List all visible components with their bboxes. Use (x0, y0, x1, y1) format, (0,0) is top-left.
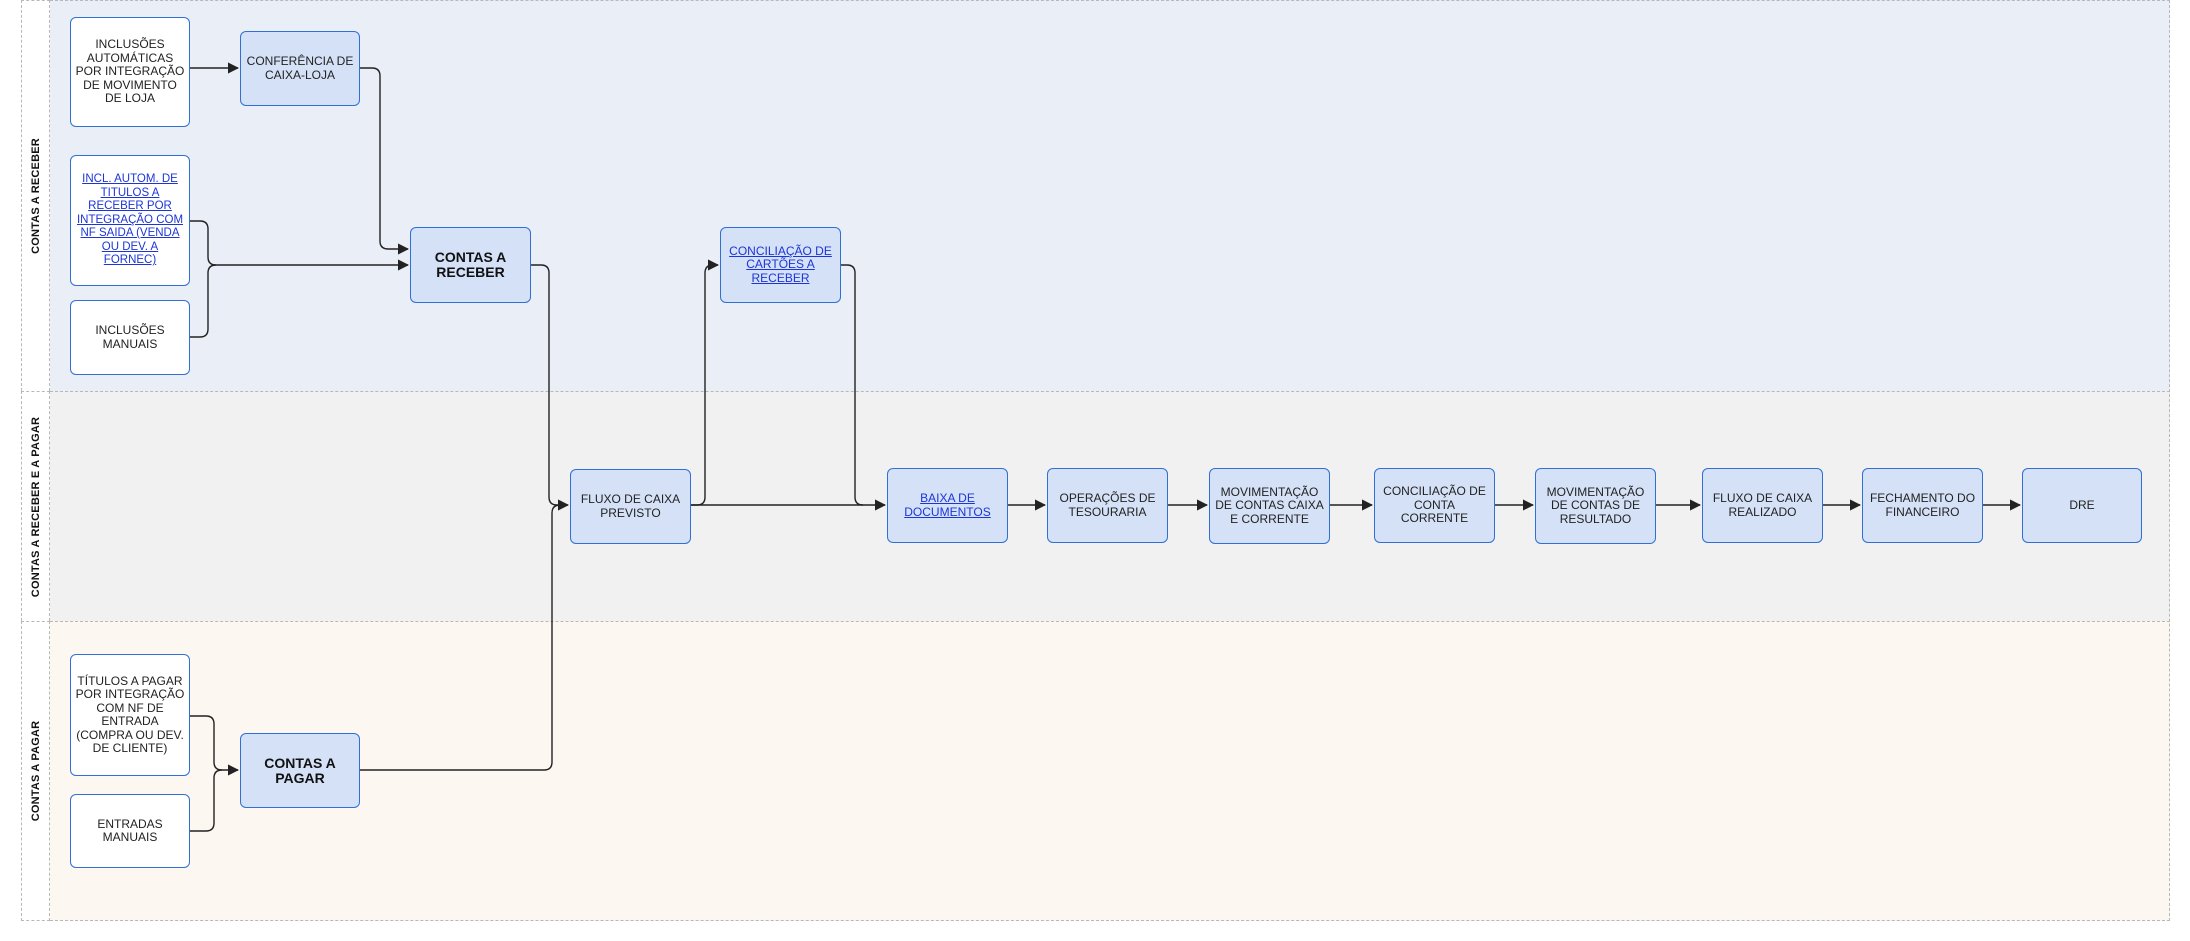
node-fluxo-caixa-realizado[interactable]: FLUXO DE CAIXA REALIZADO (1702, 468, 1823, 543)
lane-right-border (2169, 0, 2170, 921)
edge-fluxo-previsto-to-conciliacao-cartoes (691, 259, 720, 506)
node-conciliacao-conta-corrente-label: CONCILIAÇÃO DE CONTA CORRENTE (1383, 484, 1486, 526)
node-operacoes-tesouraria[interactable]: OPERAÇÕES DE TESOURARIA (1047, 468, 1168, 543)
node-inclusoes-manuais[interactable]: INCLUSÕES MANUAIS (70, 300, 190, 375)
lane-contas-a-pagar (50, 621, 2170, 921)
node-titulos-a-pagar-label: TÍTULOS A PAGAR POR INTEGRAÇÃO COM NF DE… (75, 673, 185, 755)
node-dre-label: DRE (2069, 497, 2095, 512)
node-movimentacao-resultado-label: MOVIMENTAÇÃO DE CONTAS DE RESULTADO (1546, 484, 1645, 526)
node-entradas-manuais[interactable]: ENTRADAS MANUAIS (70, 794, 190, 868)
node-baixa-documentos-link[interactable]: BAIXA DE DOCUMENTOS (904, 491, 991, 519)
edge-titulos-pagar-to-contas-pagar (190, 715, 240, 776)
node-dre[interactable]: DRE (2022, 468, 2142, 543)
edge-receber-to-fluxo-previsto (531, 264, 570, 511)
node-fluxo-caixa-previsto-label: FLUXO DE CAIXA PREVISTO (580, 492, 681, 520)
lane-contas-a-receber (50, 0, 2170, 391)
lane-header-receber: CONTAS A RECEBER (21, 0, 50, 391)
edge-pagar-to-fluxo-previsto (360, 504, 561, 771)
node-contas-a-receber[interactable]: CONTAS A RECEBER (410, 227, 531, 303)
node-titulos-a-pagar[interactable]: TÍTULOS A PAGAR POR INTEGRAÇÃO COM NF DE… (70, 654, 190, 776)
node-baixa-documentos[interactable]: BAIXA DE DOCUMENTOS (887, 468, 1008, 543)
node-contas-a-receber-label: CONTAS A RECEBER (434, 249, 507, 280)
edge-conciliacao-cartoes-to-baixa (841, 264, 864, 506)
edge-conferencia-to-receber (360, 67, 410, 255)
node-fluxo-caixa-realizado-label: FLUXO DE CAIXA REALIZADO (1712, 491, 1813, 519)
node-incl-autom-titulos[interactable]: INCL. AUTOM. DE TITULOS A RECEBER POR IN… (70, 155, 190, 286)
node-conferencia-caixa-loja-label: CONFERÊNCIA DE CAIXA-LOJA (246, 54, 354, 82)
node-inclusoes-manuais-label: INCLUSÕES MANUAIS (95, 323, 165, 351)
node-entradas-manuais-label: ENTRADAS MANUAIS (97, 816, 163, 844)
edge-entradas-manuais-to-contas-pagar (190, 769, 223, 832)
edge-incl-autom-to-receber (190, 220, 410, 271)
node-contas-a-pagar-label: CONTAS A PAGAR (264, 754, 336, 786)
node-fechamento-financeiro-label: FECHAMENTO DO FINANCEIRO (1869, 491, 1976, 519)
node-fechamento-financeiro[interactable]: FECHAMENTO DO FINANCEIRO (1862, 468, 1983, 543)
node-conciliacao-conta-corrente[interactable]: CONCILIAÇÃO DE CONTA CORRENTE (1374, 468, 1495, 543)
node-fluxo-caixa-previsto[interactable]: FLUXO DE CAIXA PREVISTO (570, 469, 691, 544)
node-contas-a-pagar[interactable]: CONTAS A PAGAR (240, 733, 360, 808)
node-inclusoes-automaticas-label: INCLUSÕES AUTOMÁTICAS POR INTEGRAÇÃO DE … (75, 37, 185, 106)
node-incl-autom-titulos-link[interactable]: INCL. AUTOM. DE TITULOS A RECEBER POR IN… (76, 173, 184, 267)
lane-header-pagar: CONTAS A PAGAR (21, 621, 50, 921)
lane-header-ambos: CONTAS A RECEBER E A PAGAR (21, 391, 50, 621)
node-movimentacao-resultado[interactable]: MOVIMENTAÇÃO DE CONTAS DE RESULTADO (1535, 468, 1656, 544)
node-movimentacao-caixa-corrente[interactable]: MOVIMENTAÇÃO DE CONTAS CAIXA E CORRENTE (1209, 468, 1330, 544)
node-conferencia-caixa-loja[interactable]: CONFERÊNCIA DE CAIXA-LOJA (240, 31, 360, 106)
node-inclusoes-automaticas[interactable]: INCLUSÕES AUTOMÁTICAS POR INTEGRAÇÃO DE … (70, 17, 190, 127)
node-conciliacao-cartoes-link[interactable]: CONCILIAÇÃO DE CARTÕES A RECEBER (729, 243, 832, 285)
node-conciliacao-cartoes[interactable]: CONCILIAÇÃO DE CARTÕES A RECEBER (720, 227, 841, 303)
edge-manuais-to-receber (190, 264, 217, 338)
node-movimentacao-caixa-corrente-label: MOVIMENTAÇÃO DE CONTAS CAIXA E CORRENTE (1215, 484, 1324, 526)
node-operacoes-tesouraria-label: OPERAÇÕES DE TESOURARIA (1059, 491, 1156, 519)
